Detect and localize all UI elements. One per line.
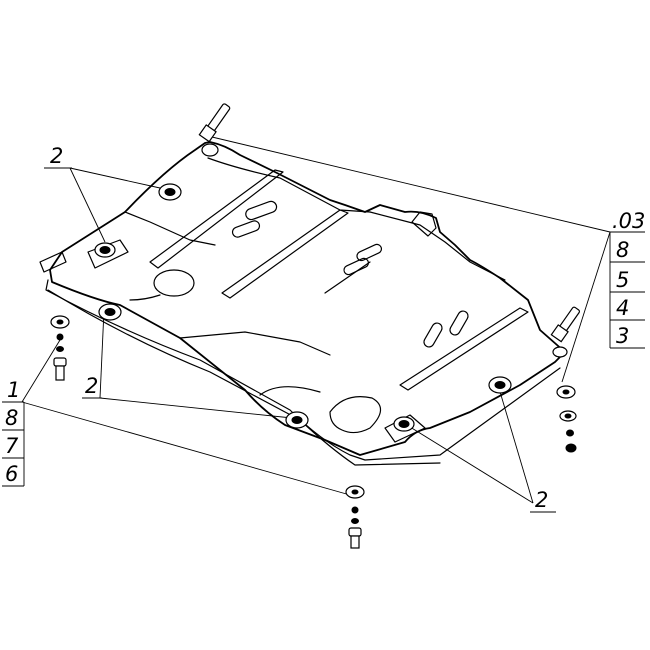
callout-top-left: 2 <box>44 144 72 169</box>
callout-label: 8 <box>5 406 18 430</box>
washer-rear-right <box>552 346 568 358</box>
callout-label: 4 <box>616 296 629 320</box>
callout-label: 5 <box>616 268 629 292</box>
callout-label: 6 <box>5 462 18 486</box>
callout-label: 2 <box>85 374 98 398</box>
plate-underside <box>45 279 561 466</box>
washer-rear-top <box>201 143 219 157</box>
bolt-top <box>198 103 231 143</box>
fastener-stack-bottom <box>345 485 365 549</box>
washer-top <box>158 183 182 201</box>
callout-mid-left: 2 <box>82 374 102 399</box>
washer-front-mid <box>285 411 309 429</box>
bolt-right <box>550 306 581 343</box>
plate-outline <box>49 141 566 456</box>
callout-label: 8 <box>616 238 629 262</box>
callout-label: 2 <box>535 488 548 512</box>
callout-label: .03 <box>612 209 645 233</box>
skid-plate <box>39 141 566 456</box>
washer-left <box>87 239 129 269</box>
callout-label: 7 <box>5 434 19 458</box>
fixing-points <box>87 143 568 443</box>
callout-label: 2 <box>50 144 63 168</box>
callout-label: 1 <box>7 378 20 402</box>
leader-lines <box>21 136 611 504</box>
callout-bottom-right: 2 <box>530 488 556 513</box>
washer-front-left <box>98 303 122 321</box>
washer-right <box>488 376 512 394</box>
washer-front-right <box>384 414 426 443</box>
fastener-stack-right <box>556 385 577 453</box>
mounting-bolts <box>198 103 581 343</box>
callout-table-left: 1 8 7 6 <box>2 378 25 487</box>
callout-label: 3 <box>616 324 629 348</box>
fastener-stack-left <box>50 315 70 381</box>
callout-table-right: .03 8 5 4 3 <box>609 209 645 349</box>
